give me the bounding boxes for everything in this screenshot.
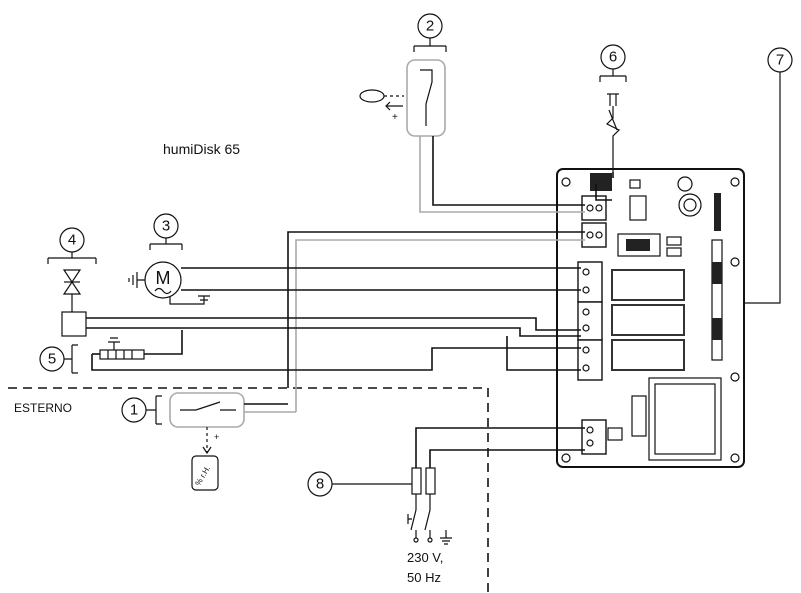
external-zone-boundary [8,387,489,593]
heater-icon [99,349,145,360]
heater-component [99,337,145,360]
callout-4: 4 [47,227,97,264]
valve-icon [62,269,82,295]
callout-6: 6 [599,44,627,82]
callout-5-number: 5 [48,351,56,368]
callout-6-number: 6 [609,49,617,66]
callout-2: 2 [413,13,447,52]
callout-1: 1 [121,395,162,425]
callout-8-number: 8 [316,476,324,493]
callout-8: 8 [307,471,412,497]
callout-5: 5 [39,344,78,374]
float-switch-component: + [359,59,446,137]
humidistat-plus: + [214,432,219,442]
motor-symbol: M [156,268,171,288]
humidistat-component: + % r.H. [169,392,245,491]
float-plus-sign: + [392,112,398,123]
callout-4-number: 4 [68,232,76,249]
callout-3: 3 [149,213,183,250]
temperature-sensor-component [605,93,621,172]
callout-7-number: 7 [776,52,784,69]
power-supply-component [407,467,452,545]
supply-frequency-label: 50 Hz [407,570,441,585]
callout-1-number: 1 [130,402,138,419]
valve-component [61,269,87,337]
external-zone-label: ESTERNO [14,401,72,415]
humidity-sensor-label: % r.H. [193,464,212,487]
diagram-title: humiDisk 65 [163,141,240,157]
motor-component: M [128,261,210,305]
terminal-blocks [577,195,607,455]
callout-3-number: 3 [162,218,170,235]
ground-icon [440,530,452,545]
callout-7: 7 [744,47,793,304]
wiring [86,136,614,468]
motor-ground-icon [128,272,145,288]
callout-2-number: 2 [426,18,434,35]
supply-voltage-label: 230 V, [407,550,443,565]
